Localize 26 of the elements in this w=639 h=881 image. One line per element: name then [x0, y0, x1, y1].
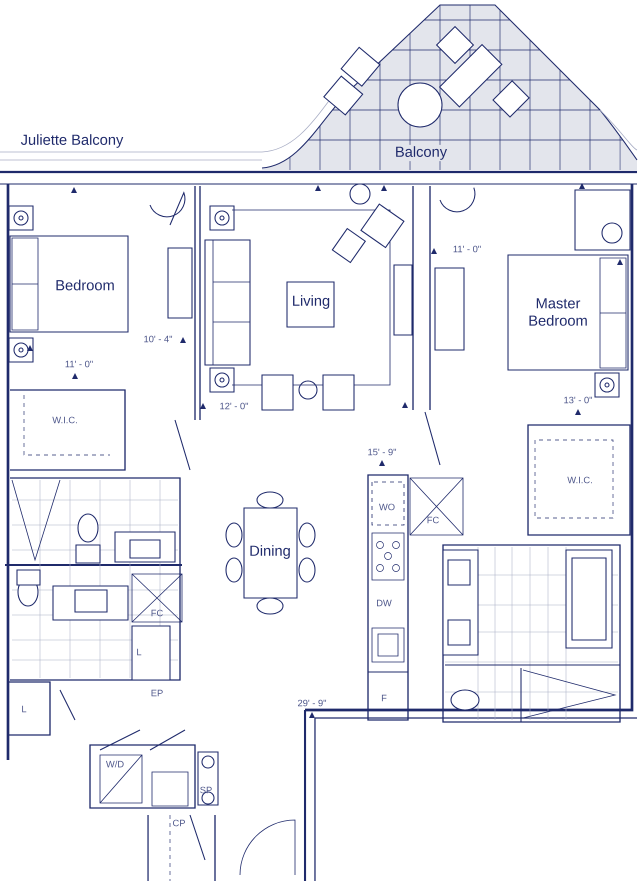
dimension-label: 11' - 0" [454, 246, 481, 252]
room-label: Living [293, 295, 330, 309]
area-label: Juliette Balcony [20, 134, 124, 148]
appliance-label: L [137, 648, 142, 656]
room-label: W.I.C. [567, 476, 592, 484]
dimension-label: 13' - 0" [564, 396, 592, 404]
appliance-label: EP [152, 690, 163, 696]
dimension-label: 10' - 4" [144, 336, 172, 342]
room-label: Bedroom [56, 280, 114, 290]
dimension-label: 29' - 9" [298, 700, 326, 706]
area-label: Balcony [394, 144, 448, 162]
room-label: W.I.C. [52, 416, 77, 424]
dimension-label: 15' - 9" [368, 448, 396, 456]
appliance-label: CP [173, 820, 185, 826]
room-label: Master Bedroom [529, 298, 587, 326]
appliance-label: F [382, 694, 386, 702]
appliance-label: FC [428, 516, 439, 524]
dimension-label: 11' - 0" [66, 360, 93, 368]
appliance-label: SP [200, 786, 212, 794]
room-label: Dining [250, 545, 290, 559]
appliance-label: FC [152, 610, 163, 616]
dimension-label: 12' - 0" [220, 402, 248, 410]
appliance-label: WO [379, 504, 395, 510]
appliance-label: L [22, 706, 26, 712]
appliance-label: W/D [106, 760, 124, 768]
appliance-label: DW [377, 600, 392, 606]
